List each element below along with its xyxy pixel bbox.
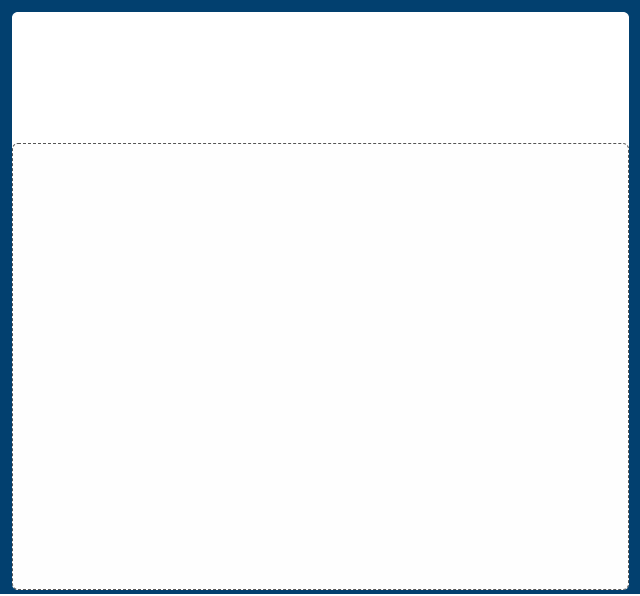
- drop-zone[interactable]: [12, 143, 629, 590]
- card-header: [12, 12, 629, 143]
- content-card: [12, 12, 629, 590]
